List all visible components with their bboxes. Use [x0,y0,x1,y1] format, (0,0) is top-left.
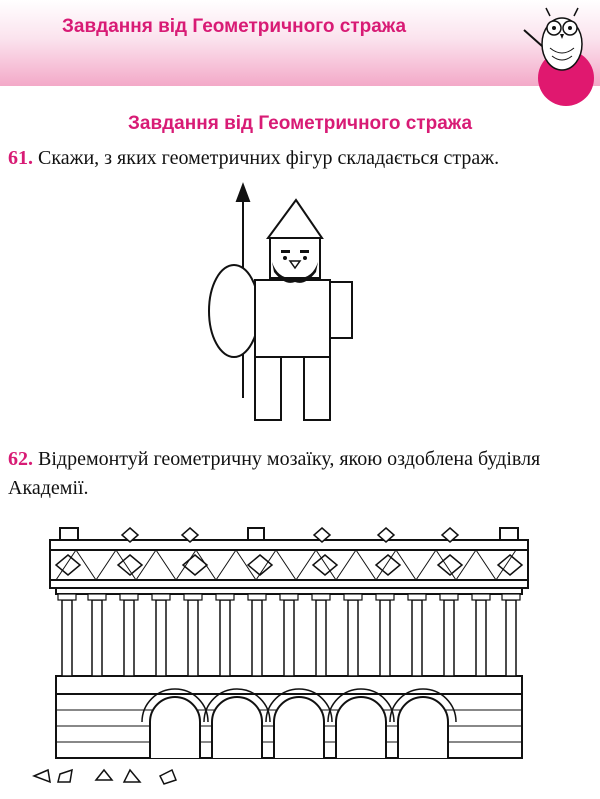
task-number: 61. [8,147,33,169]
banner-title: Завдання від Геометричного стража [62,16,407,37]
task-text: Скажи, з яких геометричних фігур складає… [38,147,500,169]
task-62: 62. Відремонтуй геометричну мозаїку, яко… [8,445,568,503]
owl-pointer-icon [523,7,583,71]
task-number: 62. [8,448,33,470]
task-61: 61. Скажи, з яких геометричних фігур скл… [8,144,568,173]
task-text: Відремонтуй геометричну мозаїку, якою оз… [8,448,541,499]
section-title: Завдання від Геометричного стража [127,113,473,134]
header-banner: Завдання від Геометричного стража [0,0,600,106]
